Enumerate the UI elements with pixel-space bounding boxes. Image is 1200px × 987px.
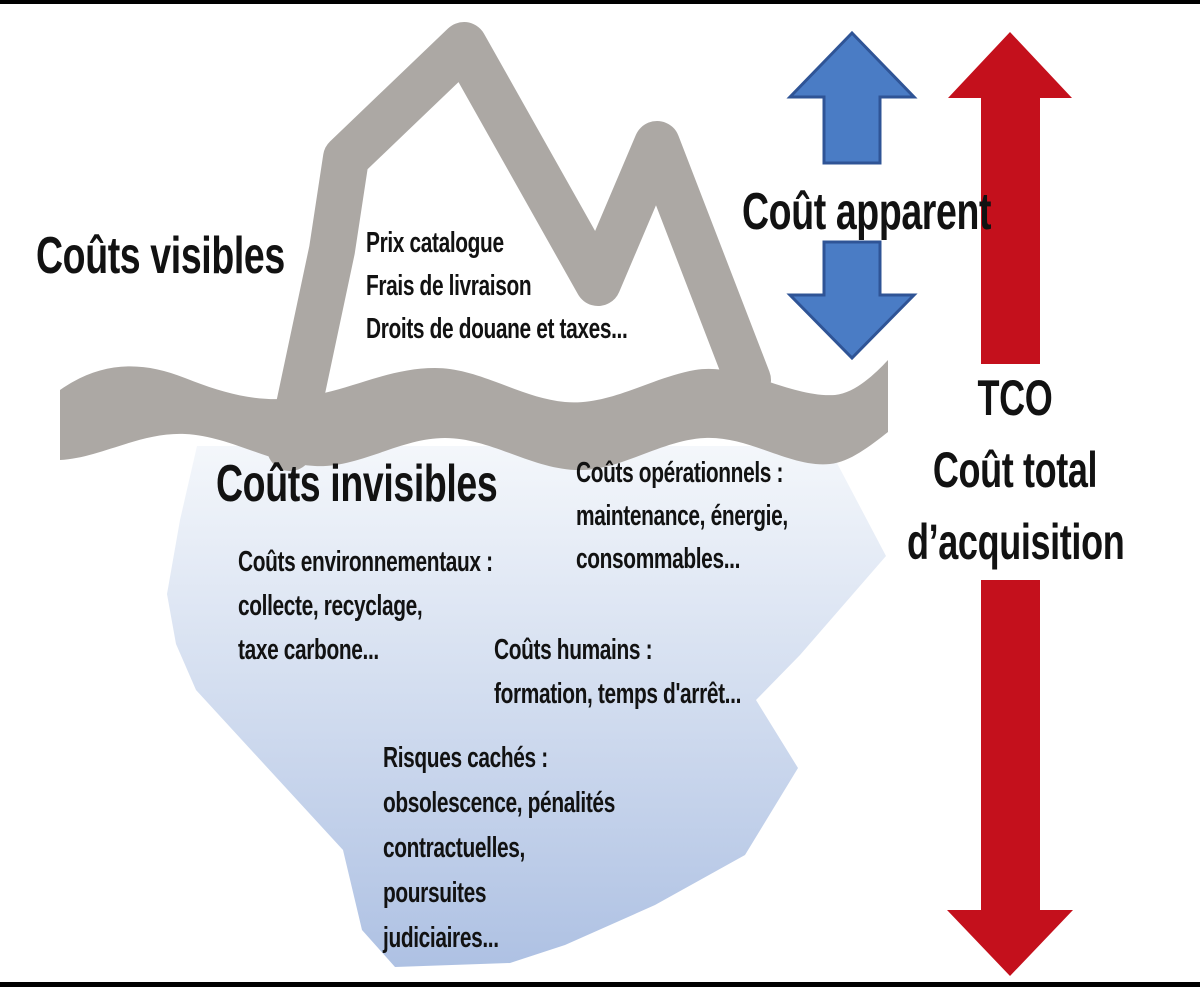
hidden-risks-line: poursuites — [383, 877, 487, 909]
hidden-risks-line: contractuelles, — [383, 832, 525, 864]
tco-up-arrow-icon — [948, 32, 1072, 364]
apparent-cost-down-arrow-icon — [786, 240, 918, 361]
apparent-cost-label: Coût apparent — [742, 183, 992, 241]
environmental-costs-line: collecte, recyclage, — [238, 590, 423, 622]
visible-costs-line: Droits de douane et taxes... — [366, 313, 628, 345]
iceberg-outline — [267, 22, 771, 471]
environmental-costs-list: Coûts environnementaux : collecte, recyc… — [238, 540, 493, 672]
visible-costs-title: Coûts visibles — [36, 227, 285, 285]
hidden-risks-line: Risques cachés : — [383, 742, 548, 774]
visible-costs-line: Prix catalogue — [366, 227, 504, 259]
underwater-iceberg — [167, 446, 886, 967]
tco-line: Coût total — [932, 442, 1098, 498]
tco-line: TCO — [977, 370, 1053, 426]
operational-costs-line: Coûts opérationnels : — [576, 457, 784, 489]
operational-costs-list: Coûts opérationnels : maintenance, énerg… — [576, 452, 788, 581]
water-band — [60, 360, 888, 471]
hidden-risks-line: judiciaires... — [383, 922, 499, 954]
operational-costs-line: maintenance, énergie, — [576, 500, 788, 532]
hidden-risks-list: Risques cachés : obsolescence, pénalités… — [383, 736, 615, 961]
operational-costs-line: consommables... — [576, 543, 741, 575]
tco-line: d’acquisition — [907, 514, 1125, 570]
apparent-cost-up-arrow-icon — [786, 30, 918, 165]
human-costs-line: formation, temps d'arrêt... — [494, 678, 742, 710]
invisible-costs-title: Coûts invisibles — [216, 455, 498, 513]
environmental-costs-line: Coûts environnementaux : — [238, 546, 493, 578]
top-border — [0, 0, 1200, 4]
bottom-border — [0, 982, 1200, 987]
human-costs-line: Coûts humains : — [494, 634, 653, 666]
visible-costs-line: Frais de livraison — [366, 270, 532, 302]
tco-down-arrow-icon — [947, 580, 1073, 976]
environmental-costs-line: taxe carbone... — [238, 634, 379, 666]
visible-costs-list: Prix catalogue Frais de livraison Droits… — [366, 222, 628, 351]
human-costs-list: Coûts humains : formation, temps d'arrêt… — [494, 628, 741, 716]
tco-label: TCO Coût total d’acquisition — [907, 362, 1125, 578]
hidden-risks-line: obsolescence, pénalités — [383, 787, 615, 819]
